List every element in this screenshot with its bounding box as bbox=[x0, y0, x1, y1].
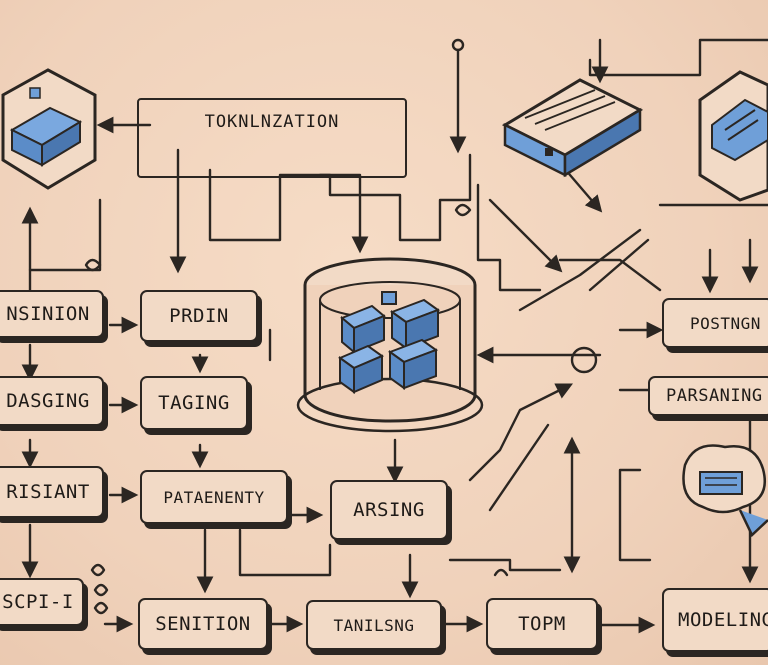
connector-diagonal bbox=[518, 228, 642, 312]
connector-col2-loop bbox=[238, 528, 332, 577]
node-label: MODELING bbox=[678, 609, 768, 631]
connector-left-loop bbox=[28, 198, 102, 272]
node-arsing: ARSING bbox=[330, 480, 448, 540]
connector-mid-right bbox=[476, 183, 542, 292]
node-label: ARSING bbox=[353, 499, 425, 521]
node-tanilsng: TANILSNG bbox=[306, 600, 442, 650]
connector-to-topm bbox=[448, 558, 562, 572]
junction-node bbox=[570, 346, 598, 374]
database-cylinder-icon bbox=[296, 257, 484, 433]
node-label: TOPM bbox=[518, 613, 566, 635]
node-label: RISIANT bbox=[6, 481, 90, 503]
connector-title-to-mid bbox=[208, 153, 472, 242]
loop-decor-c bbox=[493, 568, 509, 577]
node-taging: TAGING bbox=[140, 376, 248, 430]
node-parsaning: PARSANING bbox=[648, 376, 768, 416]
node-dasging: DASGING bbox=[0, 376, 104, 426]
hexagon-cube-icon bbox=[1, 68, 97, 190]
node-topm: TOPM bbox=[486, 598, 598, 650]
connector-diagonal-b bbox=[588, 238, 650, 292]
node-postngn: POSTNGN bbox=[662, 298, 768, 348]
connector-cross bbox=[488, 423, 550, 512]
node-scpi: SCPI-I bbox=[0, 578, 84, 626]
node-label: SCPI-I bbox=[2, 591, 74, 613]
server-rack-icon bbox=[501, 78, 644, 178]
connector-to-arsing bbox=[468, 383, 574, 482]
node-senition: SENITION bbox=[138, 598, 268, 650]
title-label: TOKNLNZATION bbox=[204, 112, 340, 132]
hexagon-chip-icon bbox=[698, 70, 768, 202]
connector-top-right bbox=[588, 38, 768, 77]
pin-circle bbox=[451, 38, 465, 52]
node-label: DASGING bbox=[6, 390, 90, 412]
node-label: PARSANING bbox=[666, 386, 763, 406]
node-pataenenty: PATAENENTY bbox=[140, 470, 288, 524]
node-label: SENITION bbox=[155, 613, 251, 635]
node-prdin: PRDIN bbox=[140, 290, 258, 342]
brain-chip-icon bbox=[682, 444, 768, 538]
connector-pipe-left bbox=[558, 258, 662, 292]
node-label: TAGING bbox=[158, 392, 230, 414]
node-risiant: RISIANT bbox=[0, 466, 104, 518]
connector-left-of-brain bbox=[618, 468, 652, 562]
title-box-tokenization: TOKNLNZATION bbox=[137, 98, 407, 178]
node-nsinion: NSINION bbox=[0, 290, 104, 338]
connector-title-to-db bbox=[318, 173, 369, 254]
node-label: TANILSNG bbox=[333, 615, 415, 635]
node-label: POSTNGN bbox=[690, 313, 761, 333]
node-modeling: MODELING bbox=[662, 588, 768, 652]
node-label: PRDIN bbox=[169, 305, 229, 327]
loop-decor-b bbox=[454, 203, 472, 217]
node-label: PATAENENTY bbox=[163, 487, 265, 507]
loop-decor-a bbox=[84, 258, 102, 272]
chain-decor bbox=[90, 563, 109, 615]
node-label: NSINION bbox=[6, 303, 90, 325]
connector-to-server bbox=[488, 198, 563, 273]
